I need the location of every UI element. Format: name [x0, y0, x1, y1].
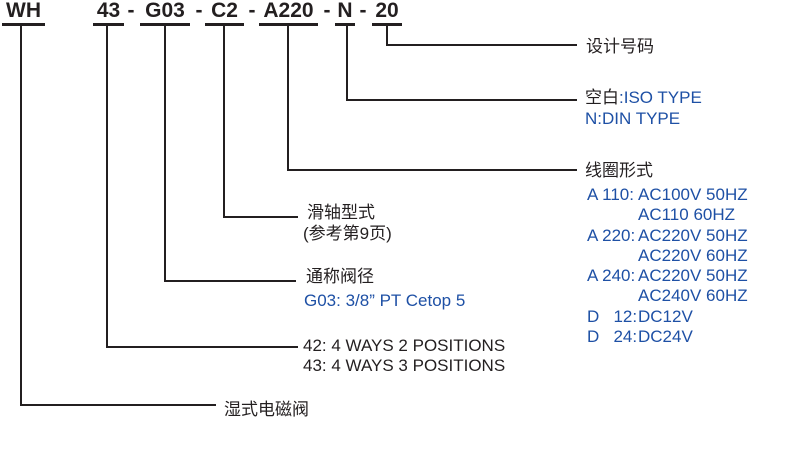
coil-value: DC24V — [638, 327, 693, 347]
connector-line-43 — [106, 26, 108, 347]
code-separator: - — [127, 0, 135, 22]
coil-value: DC12V — [638, 306, 693, 326]
code-segment-n: N — [335, 0, 355, 26]
coil-value: AC240V 60HZ — [638, 286, 748, 306]
coil-code: A 110: — [587, 185, 634, 204]
mount-type-iso: :ISO TYPE — [619, 88, 702, 107]
coil-value: AC220V 60HZ — [638, 245, 748, 265]
coil-row: A 240:AC220V 50HZ — [587, 266, 748, 286]
ways-line1: 42: 4 WAYS 2 POSITIONS — [303, 336, 506, 355]
coil-code: A 240: — [587, 266, 636, 286]
coil-type-list: A 110:AC100V 50HZ AC110 60HZ A 220:AC220… — [587, 185, 748, 347]
connector-line-wh — [20, 26, 22, 406]
code-segment-c2: C2 — [205, 0, 244, 26]
coil-row: AC110 60HZ — [587, 205, 748, 225]
mount-type-prefix: 空白 — [585, 88, 619, 107]
coil-code: A 220: — [587, 225, 636, 245]
connector-line-a220 — [287, 26, 289, 170]
connector-line-g03-h — [164, 280, 296, 282]
connector-line-n-h — [346, 99, 577, 101]
spool-type-title: 滑轴型式 — [307, 203, 375, 222]
coil-row: D 12:DC12V — [587, 307, 748, 327]
coil-code: D 24: — [587, 327, 638, 347]
connector-line-n — [346, 26, 348, 100]
valve-type-label: 湿式电磁阀 — [224, 400, 309, 419]
spool-type-note: (参考第9页) — [303, 224, 392, 243]
coil-row: A 220:AC220V 50HZ — [587, 226, 748, 246]
coil-row: A 110:AC100V 50HZ — [587, 185, 748, 205]
code-separator: - — [195, 0, 203, 22]
code-segment-43: 43 — [93, 0, 124, 26]
connector-line-g03 — [164, 26, 166, 281]
coil-row: AC240V 60HZ — [587, 286, 748, 306]
code-separator: - — [323, 0, 331, 22]
connector-line-20 — [386, 26, 388, 45]
coil-value: AC220V 50HZ — [638, 266, 748, 286]
valve-size-value: G03: 3/8” PT Cetop 5 — [304, 291, 466, 310]
connector-line-c2 — [223, 26, 225, 217]
coil-row: D 24:DC24V — [587, 327, 748, 347]
design-number-label: 设计号码 — [586, 37, 654, 56]
connector-line-wh-h — [20, 404, 216, 406]
connector-line-c2-h — [223, 216, 298, 218]
mount-type-line2: N:DIN TYPE — [585, 109, 681, 128]
coil-type-title: 线圈形式 — [585, 161, 653, 180]
code-separator: - — [359, 0, 367, 22]
connector-line-20-h — [386, 44, 577, 46]
mount-type-line1: 空白:ISO TYPE — [585, 88, 702, 108]
connector-line-a220-h — [287, 169, 577, 171]
code-segment-a220: A220 — [259, 0, 318, 26]
ways-line2: 43: 4 WAYS 3 POSITIONS — [303, 356, 506, 375]
coil-value: AC220V 50HZ — [638, 225, 748, 245]
code-segment-20: 20 — [372, 0, 402, 26]
coil-value: AC100V 50HZ — [638, 185, 748, 204]
code-segment-g03: G03 — [140, 0, 190, 26]
code-separator: - — [248, 0, 256, 22]
coil-value: AC110 60HZ — [638, 205, 736, 225]
coil-code: D 12: — [587, 306, 638, 326]
code-segment-wh: WH — [2, 0, 45, 26]
valve-size-title: 通称阀径 — [306, 267, 374, 286]
connector-line-43-h — [106, 346, 298, 348]
coil-row: AC220V 60HZ — [587, 246, 748, 266]
